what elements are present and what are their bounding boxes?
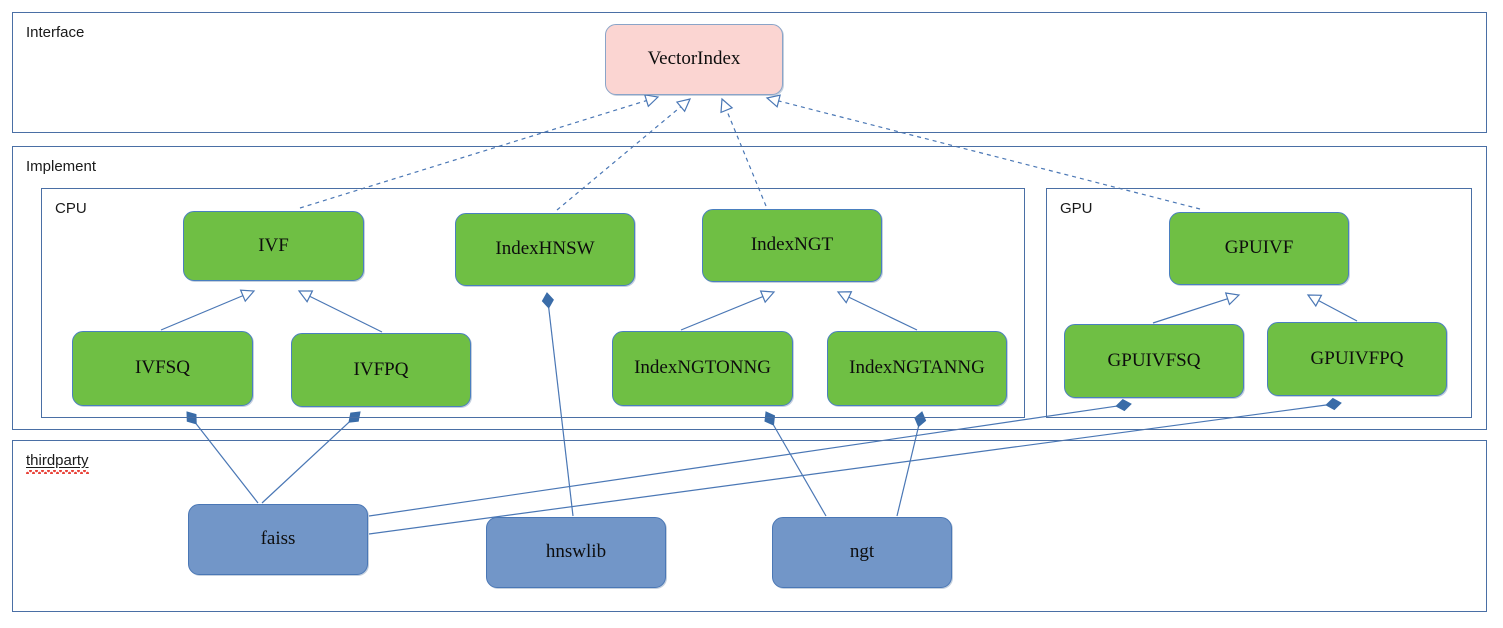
node-indexhnsw[interactable]: IndexHNSW <box>455 213 635 286</box>
container-gpu <box>1046 188 1472 418</box>
container-cpu <box>41 188 1025 418</box>
node-gpuivfpq[interactable]: GPUIVFPQ <box>1267 322 1447 396</box>
node-ivf[interactable]: IVF <box>183 211 364 281</box>
node-gpuivf[interactable]: GPUIVF <box>1169 212 1349 285</box>
container-label-gpu: GPU <box>1060 200 1093 217</box>
node-indexngt[interactable]: IndexNGT <box>702 209 882 282</box>
node-hnswlib[interactable]: hnswlib <box>486 517 666 588</box>
node-indexngtanng[interactable]: IndexNGTANNG <box>827 331 1007 406</box>
node-gpuivfsq[interactable]: GPUIVFSQ <box>1064 324 1244 398</box>
node-faiss[interactable]: faiss <box>188 504 368 575</box>
container-interface <box>12 12 1487 133</box>
container-implement <box>12 146 1487 430</box>
node-vectorindex[interactable]: VectorIndex <box>605 24 783 95</box>
container-label-cpu: CPU <box>55 200 87 217</box>
container-label-implement: Implement <box>26 158 97 175</box>
container-label-interface: Interface <box>26 24 85 41</box>
node-ngt[interactable]: ngt <box>772 517 952 588</box>
container-label-thirdparty: thirdparty <box>26 452 89 474</box>
node-indexngtonng[interactable]: IndexNGTONNG <box>612 331 793 406</box>
node-ivfpq[interactable]: IVFPQ <box>291 333 471 407</box>
node-ivfsq[interactable]: IVFSQ <box>72 331 253 406</box>
container-thirdparty <box>12 440 1487 612</box>
